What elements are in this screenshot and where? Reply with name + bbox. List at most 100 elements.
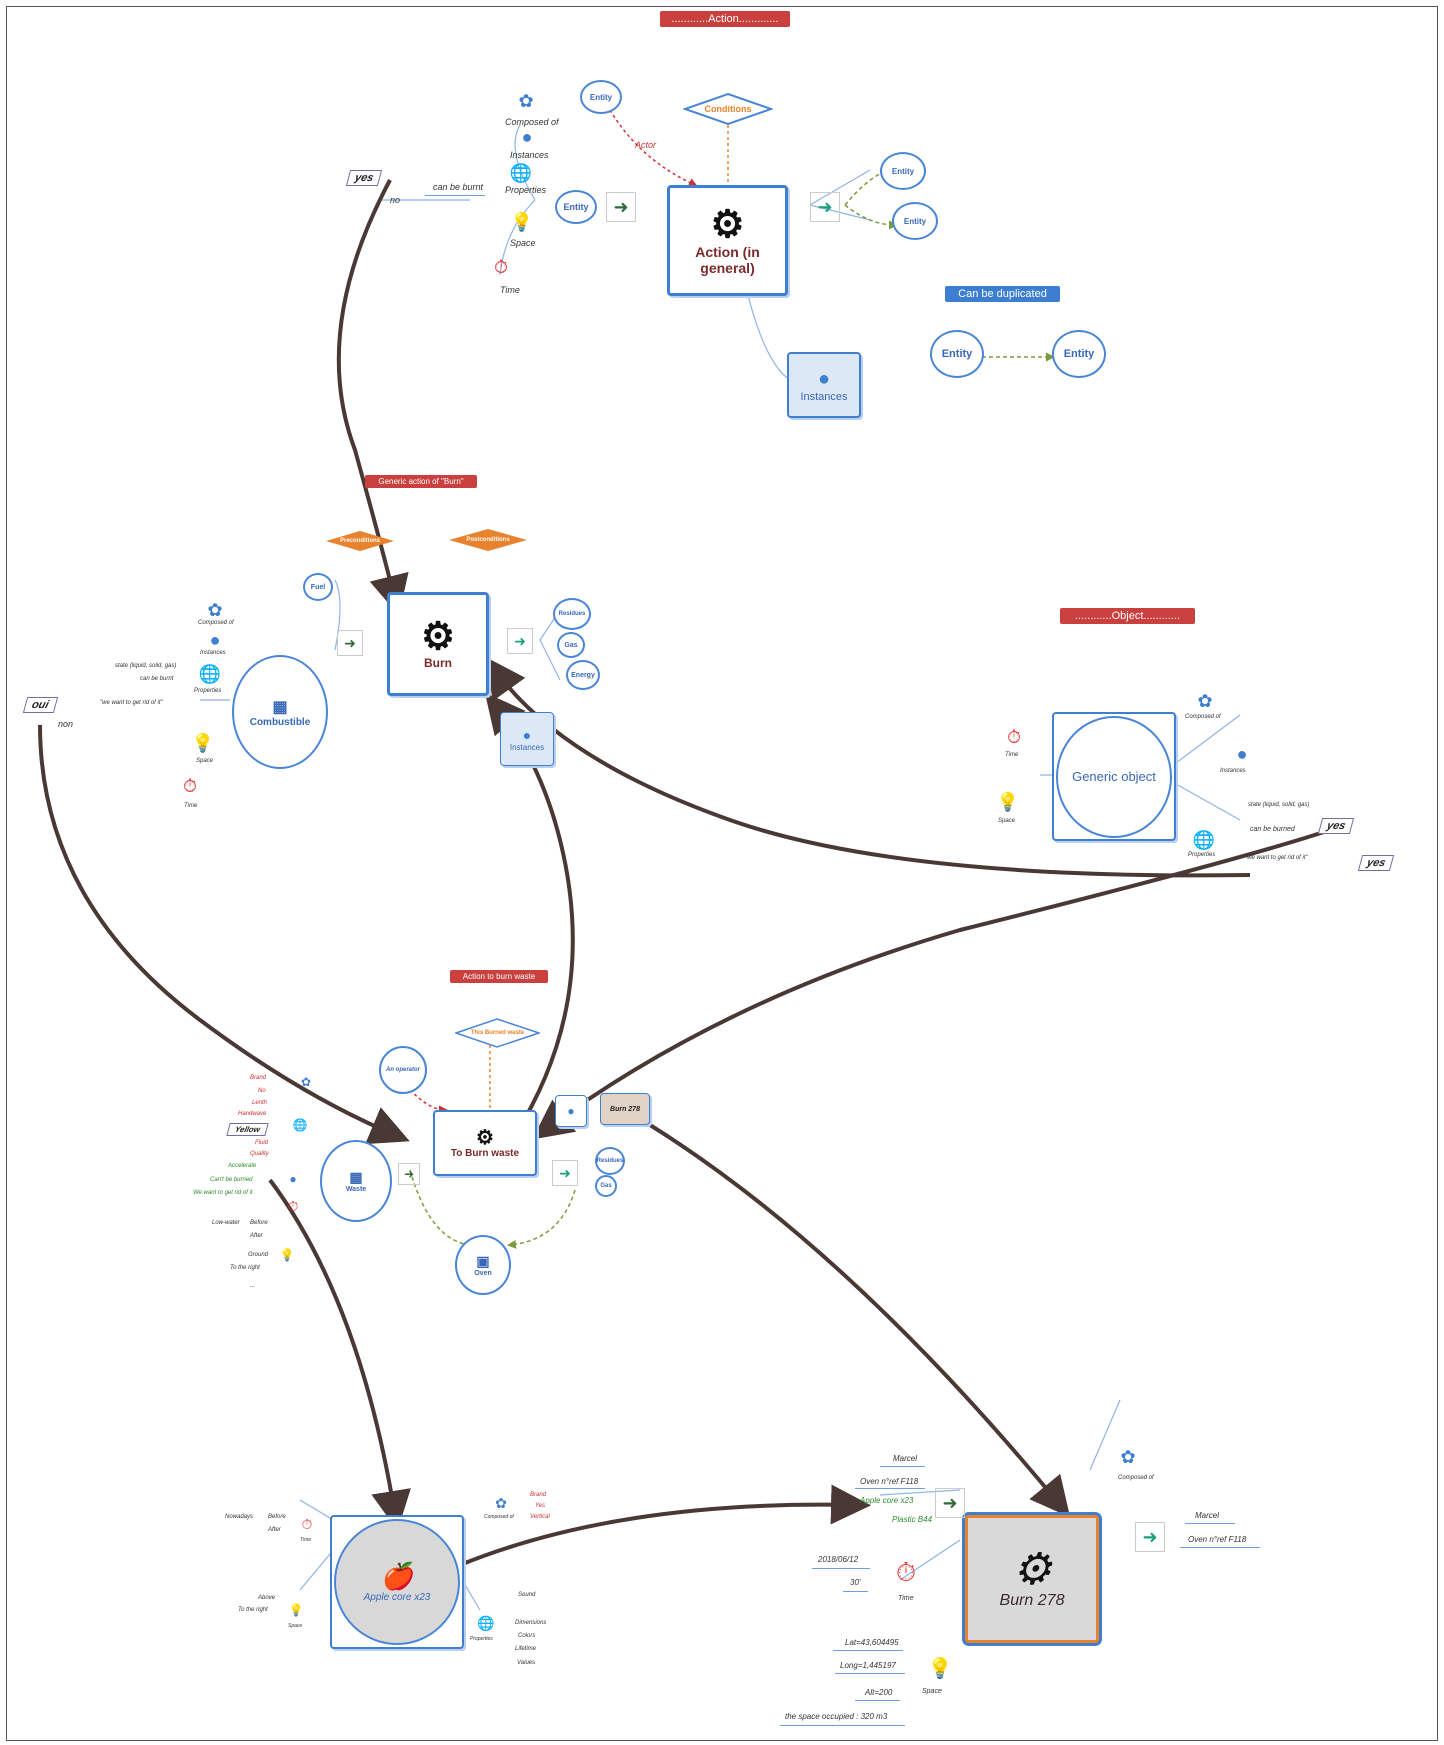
space-label: Space [288,1623,303,1629]
banner-can-be-duplicated: Can be duplicated [945,286,1060,302]
banner-generic-burn: Generic action of "Burn" [365,475,477,488]
entity-input-node[interactable]: Entity [555,190,597,224]
combustible-node[interactable]: ▦ Combustible [232,655,328,769]
time-clock-icon: ⏱ [895,1557,917,1587]
space-bulb-icon: 💡 [510,211,534,232]
generic-object-box[interactable]: Generic object [1052,712,1176,841]
apple-brand-label: Brand [530,1492,547,1498]
instances-small-icon: ● [1236,743,1248,764]
apple-icon: 🍎 [380,1561,414,1591]
space-bulb-icon: 💡 [191,732,215,753]
apple-time-label-1: Nowadays [225,1514,254,1520]
operator-node[interactable]: An operator [379,1046,427,1094]
globe-icon: 🌐 [292,1118,308,1132]
space-bulb-icon: 💡 [996,791,1020,812]
globe-icon: 🌐 [509,162,533,183]
gears-icon: ⚙ [476,1126,494,1149]
composed-of-icon: ✿ [518,90,534,111]
input-label-3: Apple core x23 [860,1496,914,1505]
instances-small-icon: ● [289,1172,297,1186]
burn278-small-label: Burn 278 [610,1105,640,1113]
dup-entity-2[interactable]: Entity [1052,330,1106,378]
waste-node[interactable]: ▦ Waste [320,1140,392,1222]
burn-instances-label: Instances [509,742,545,752]
state-label: state (liquid, solid, gas) [1248,802,1310,808]
waste-image-icon: ▦ [349,1169,363,1185]
this-burned-waste-label: This Burned waste [470,1030,525,1036]
time-clock-icon: ⏱ [493,256,509,277]
space-occupied-label: the space occupied : 320 m3 [785,1712,888,1721]
preconditions-diamond: Preconditions [325,530,395,552]
entity-actor-node[interactable]: Entity [580,80,622,114]
input-arrow-icon: ➜ [337,630,363,656]
output-arrow-icon: ➜ [810,192,840,222]
input-label-2: Oven n°ref F118 [860,1477,919,1486]
apple-time-label-3: After [268,1527,281,1533]
burn278-small-box[interactable]: Burn 278 [600,1093,650,1125]
instances-icon: ● [817,367,831,390]
residues-node[interactable]: Residues [553,598,591,630]
gas-node[interactable]: Gas [557,632,585,658]
diamond-shape [455,1018,540,1048]
apple-core-box[interactable]: 🍎 Apple core x23 [330,1515,464,1649]
entity-output-node-1[interactable]: Entity [880,152,926,190]
yes-tag[interactable]: yes [345,170,383,186]
apple-sound-label: Sound [518,1592,536,1598]
fluid-label: Fluid [255,1140,269,1146]
underline [843,1591,868,1592]
instances-small-label: Instances [1220,768,1246,774]
gas-node[interactable]: Gas [595,1175,617,1197]
postconditions-diamond: Postconditions [448,528,528,552]
underline [835,1673,905,1674]
residues-node[interactable]: Residues [595,1147,625,1175]
apple-core-circle: 🍎 Apple core x23 [334,1519,460,1645]
burn-generic-box[interactable]: ⚙ Burn [387,592,489,696]
composed-of-label: Composed of [505,117,559,127]
duration-label: 30' [850,1578,861,1587]
yes-tag-1[interactable]: yes [1317,818,1355,834]
underline [880,1466,925,1467]
yes-tag-2[interactable]: yes [1357,855,1395,871]
time-clock-icon: ⏱ [287,1197,299,1214]
composed-of-label: Composed of [484,1514,514,1520]
energy-node[interactable]: Energy [566,660,600,690]
state-label: state (liquid, solid, gas) [115,663,177,669]
waste-label: Waste [345,1186,367,1193]
instances-small-label: Instances [200,650,226,656]
space-label: Space [510,238,536,248]
entity-output-node-2[interactable]: Entity [892,202,938,240]
input-arrow-icon: ➜ [935,1488,965,1518]
time-label: Time [1005,752,1019,758]
composed-of-icon: ✿ [300,1075,312,1089]
oven-node[interactable]: ▣ Oven [455,1235,511,1295]
combustible-image-icon: ▦ [272,698,288,716]
yellow-tag[interactable]: Yellow [226,1123,269,1136]
no-label: no [390,195,401,205]
composed-of-label: Composed of [1185,714,1221,720]
burn-waste-box[interactable]: ⚙ To Burn waste [433,1110,537,1176]
time-label-3: After [250,1233,263,1239]
apple-space-label-1: Above [258,1595,276,1601]
actor-arrows [409,109,698,1115]
time-label: Time [500,285,520,295]
handwave-label: Handwave [238,1111,267,1117]
dup-entity-1[interactable]: Entity [930,330,984,378]
fuel-node[interactable]: Fuel [303,573,333,601]
apple-colors-label: Colors [518,1633,536,1639]
waste-instances-box[interactable]: ● [555,1095,587,1127]
action-general-box[interactable]: ⚙ Action (in general) [667,185,788,296]
instances-box[interactable]: ● Instances [787,352,861,418]
can-be-burnt-label: can be burnt [433,182,484,192]
instances-small-label: Instances [510,150,549,160]
can-be-burned-label: can be burned [1250,826,1295,833]
banner-object: ............Object............ [1060,608,1195,624]
underline [855,1700,900,1701]
oven-label: Oven [474,1270,492,1277]
burn278-box[interactable]: ⚙ Burn 278 [965,1515,1099,1643]
generic-object-label: Generic object [1056,715,1172,838]
apple-time-label-2: Before [268,1514,286,1520]
output-arrow-icon: ➜ [552,1160,578,1186]
oui-tag[interactable]: oui [22,697,58,713]
burn-instances-box[interactable]: ● Instances [500,712,554,766]
space-label-1: Ground [248,1252,269,1258]
